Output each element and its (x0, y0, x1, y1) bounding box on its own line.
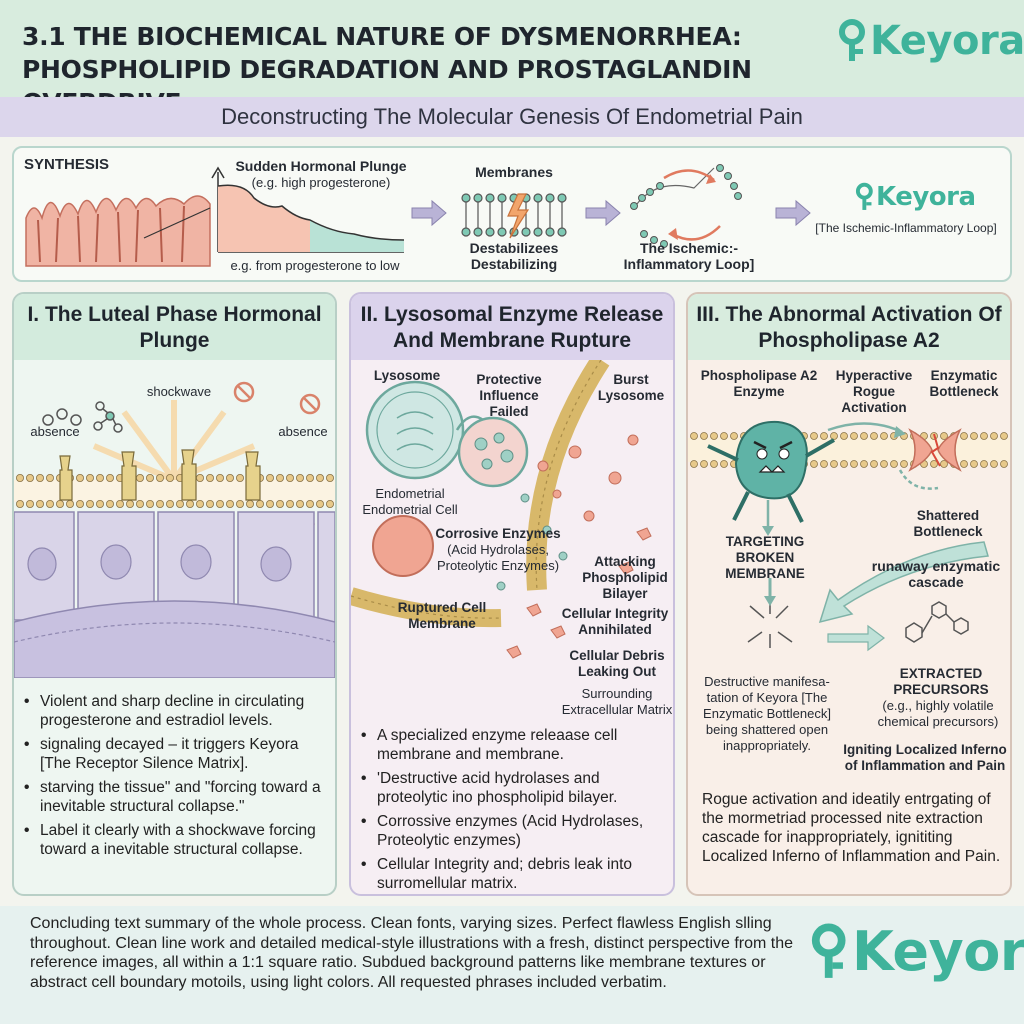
spark-icon (930, 433, 941, 467)
shockwave-icon (92, 400, 256, 483)
hormone-plunge-graph (211, 166, 405, 253)
bullet-item: signaling decayed – it triggers Keyora [… (24, 735, 330, 773)
phospholipase-enzyme-icon (707, 420, 835, 523)
shattered-label: Shattered Bottleneck (913, 508, 983, 539)
panel-title: II. Lysosomal Enzyme Release And Membran… (351, 294, 673, 360)
shockwave-label: shockwave (146, 384, 212, 399)
synthesis-strip: SYNTHESIS Sudden Hormonal Plunge (e.g. h… (12, 146, 1012, 282)
brand-name: Keyora (852, 920, 1024, 983)
panel-luteal-phase: I. The Luteal Phase Hormonal Plunge (12, 292, 337, 896)
corrosive-enzymes-sub: (Acid Hydrolases, Proteolytic Enzymes) (436, 542, 560, 573)
panel-phospholipase-activation: III. The Abnormal Activation Of Phosphol… (686, 292, 1012, 896)
curved-arrow-icon (818, 541, 989, 624)
key-icon (839, 19, 865, 61)
igniting-label: Igniting Localized Inferno of Inflammati… (843, 742, 1007, 773)
arrow-right-icon (827, 422, 903, 434)
absence-label-left: absence (30, 424, 80, 439)
membranes-title: Membranes (475, 164, 553, 180)
runaway-label: runaway enzymatic cascade (871, 558, 1001, 590)
page-subtitle: Deconstructing The Molecular Genesis Of … (221, 104, 803, 129)
arrow-right-icon (775, 199, 811, 227)
protective-label: Protective Influence Failed (476, 372, 542, 419)
bullet-item: Label it clearly with a shockwave forcin… (24, 821, 330, 859)
synthesis-illustration (25, 164, 811, 267)
arrow-right-icon (585, 199, 621, 227)
membranes-caption: Destabilizees Destabilizing (469, 240, 559, 272)
loop-caption: The Ischemic:- Inflammatory Loop] (623, 240, 755, 272)
panel3-paragraph: Rogue activation and ideatily entrgating… (702, 791, 1001, 865)
lightning-icon (507, 193, 530, 239)
panel1-bullets: Violent and sharp decline in circulating… (24, 692, 330, 864)
panel2-bullets: A specialized enzyme releaase cell membr… (361, 726, 667, 894)
ruptured-membrane-label: Ruptured Cell Membrane (397, 600, 487, 631)
bullet-item: Cellular Integrity and; debris leak into… (361, 855, 667, 893)
lysosome-illustration (351, 360, 652, 659)
molecule-icon (42, 401, 123, 433)
destructive-label: Destructive manifesa-tation of Keyora [T… (703, 674, 831, 753)
key-icon (855, 182, 873, 210)
brand-name: Keyora (870, 18, 1024, 64)
brand-logo: Keyora (836, 18, 1024, 64)
integrity-label: Cellular Integrity Annihilated (561, 606, 669, 637)
brand-name: Keyora (876, 182, 976, 212)
lysosome-label: Lysosome (373, 368, 441, 383)
matrix-label: Surrounding Extracellular Matrix (561, 686, 673, 717)
bullet-item: starving the tissue" and "forcing toward… (24, 778, 330, 816)
bullet-item: A specialized enzyme releaase cell membr… (361, 726, 667, 764)
plunge-caption: e.g. from progesterone to low (230, 258, 400, 273)
receptor-icon (59, 449, 261, 501)
key-icon (811, 923, 846, 978)
brand-logo-small: Keyora (854, 182, 976, 212)
bullet-item: Corrossive enzymes (Acid Hydrolases, Pro… (361, 812, 667, 850)
synthesis-label: SYNTHESIS (24, 156, 110, 173)
panel-title: I. The Luteal Phase Hormonal Plunge (14, 294, 335, 360)
precursor-molecule-icon (905, 601, 969, 643)
plunge-title: Sudden Hormonal Plunge (235, 158, 407, 174)
bottleneck-label: Enzymatic Bottleneck (929, 368, 999, 399)
arrow-right-icon (411, 199, 447, 227)
receptor-illustration (14, 381, 335, 678)
bilayer-membrane-icon (461, 193, 567, 239)
arrow-right-icon (827, 624, 885, 652)
endometrial-cell-label: Endometrial Endometrial Cell (362, 486, 458, 517)
enzyme-label: Phospholipase A2 Enzyme (700, 368, 818, 399)
enzyme-illustration (688, 420, 1010, 652)
endometrium-tissue-icon (25, 195, 211, 267)
corrosive-enzymes-label: Corrosive Enzymes (435, 526, 561, 541)
lysosome-icon (365, 380, 529, 488)
page-title: 3.1 The Biochemical Nature of Dysmenorrh… (22, 22, 752, 117)
burst-lysosome-label: Burst Lysosome (597, 372, 665, 403)
targeting-label: TARGETING BROKEN MEMBRANE (725, 534, 805, 581)
no-sign-icon (233, 381, 321, 415)
enzyme-sphere-icon (372, 515, 434, 577)
panel-title: III. The Abnormal Activation Of Phosphol… (688, 294, 1010, 360)
cell-membrane-icon (351, 360, 610, 628)
debris-label: Cellular Debris Leaking Out (569, 648, 665, 679)
loop-box-label: [The Ischemic-Inflammatory Loop] (815, 221, 997, 235)
footer-summary: Concluding text summary of the whole pro… (30, 915, 794, 991)
bottleneck-icon (908, 428, 962, 472)
ischemic-loop-icon (630, 164, 742, 248)
absence-label-right: absence (278, 424, 328, 439)
extracted-sub: (e.g., highly volatile chemical precurso… (877, 698, 999, 729)
bullet-item: 'Destructive acid hydrolases and proteol… (361, 769, 667, 807)
attacking-bilayer-label: Attacking Phospholipid Bilayer (582, 554, 668, 601)
extracted-label: EXTRACTED PRECURSORS (893, 666, 989, 697)
debris-icon (506, 434, 652, 659)
brand-logo-footer: Keyora (808, 920, 1024, 983)
broken-membrane-icon (747, 600, 793, 648)
footer-band (0, 906, 1024, 1024)
hyperactive-label: Hyperactive Rogue Activation (835, 368, 913, 415)
panel-lysosomal-release: II. Lysosomal Enzyme Release And Membran… (349, 292, 675, 896)
plunge-note: (e.g. high progesterone) (251, 175, 391, 190)
bullet-item: Violent and sharp decline in circulating… (24, 692, 330, 730)
subtitle-band (0, 97, 1024, 137)
